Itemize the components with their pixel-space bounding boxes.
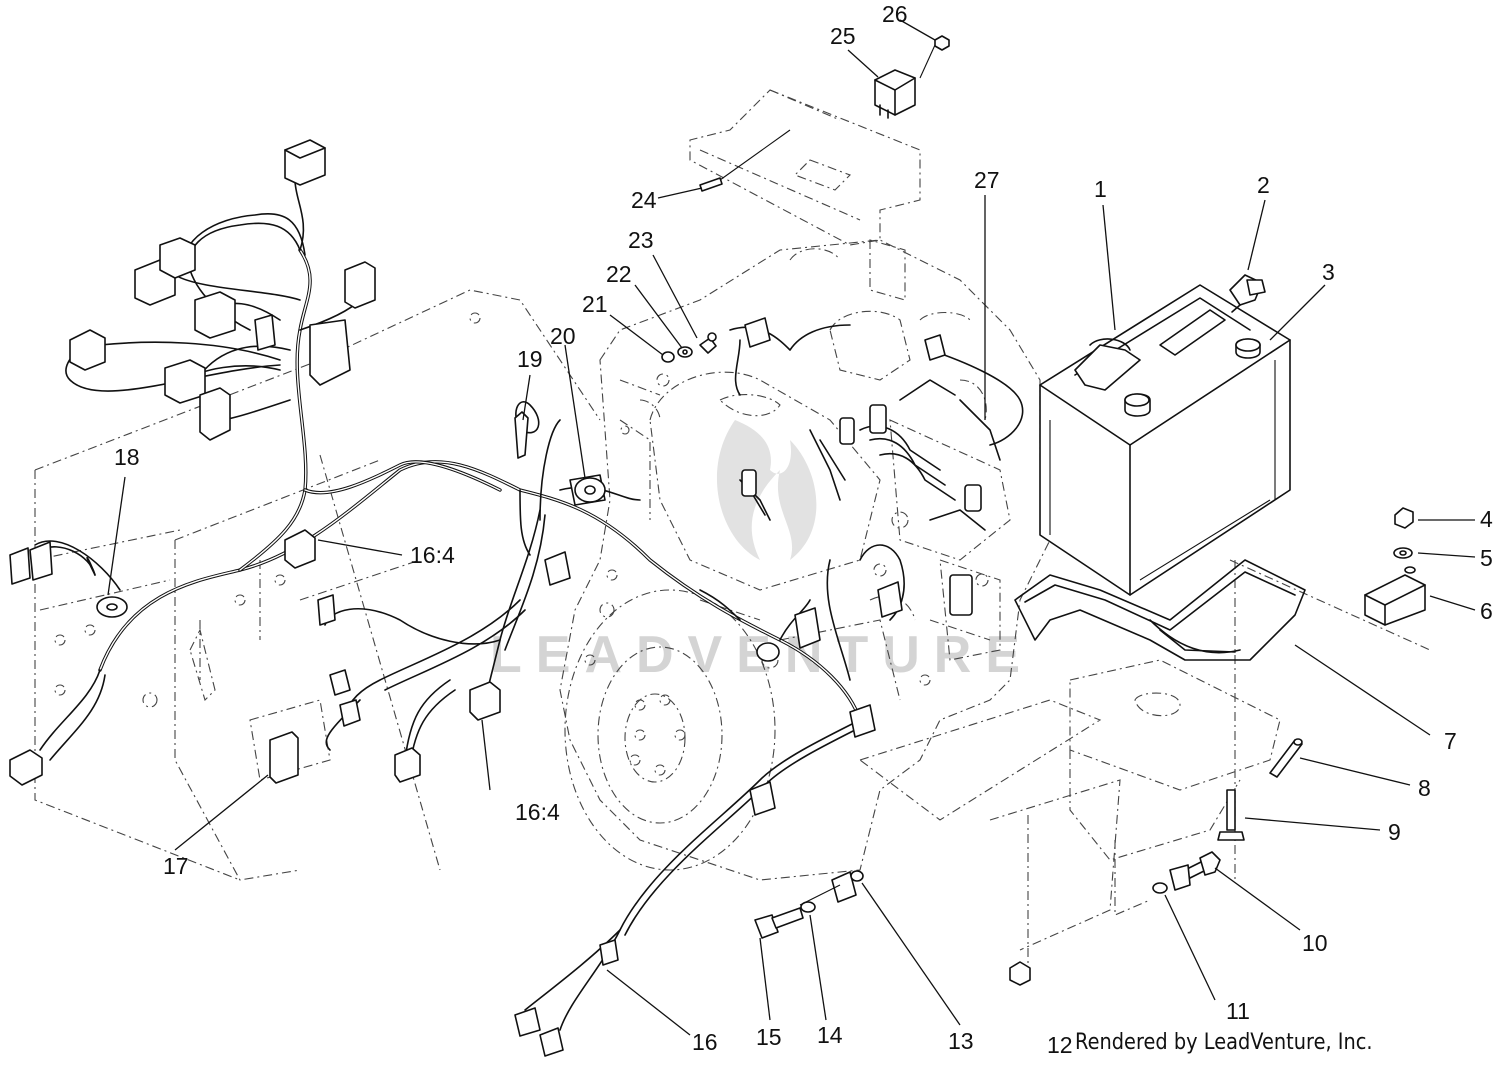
battery-terminal bbox=[1229, 274, 1266, 313]
watermark-text: LEADVENTURE bbox=[490, 626, 1034, 684]
callout-26: 26 bbox=[882, 1, 908, 27]
callout-16-4-upper: 16:4 bbox=[410, 542, 455, 568]
callout-12: 12 bbox=[1047, 1032, 1073, 1058]
callout-18: 18 bbox=[114, 444, 140, 470]
callout-13: 13 bbox=[948, 1028, 974, 1054]
callout-24: 24 bbox=[631, 187, 657, 213]
callout-20: 20 bbox=[550, 323, 576, 349]
connectors bbox=[9, 139, 946, 1057]
callout-27: 27 bbox=[974, 167, 1000, 193]
callout-17: 17 bbox=[163, 853, 189, 879]
callout-1: 1 bbox=[1094, 176, 1107, 202]
frame-lower-right bbox=[858, 559, 1431, 965]
frame-top-bracket bbox=[689, 89, 921, 246]
callout-15: 15 bbox=[756, 1024, 782, 1050]
callout-22: 22 bbox=[606, 261, 632, 287]
callout-2: 2 bbox=[1257, 172, 1270, 198]
battery-tray bbox=[1014, 559, 1306, 661]
footer-credit: Rendered by LeadVenture, Inc. bbox=[1075, 1030, 1373, 1055]
callout-14: 14 bbox=[817, 1022, 843, 1048]
callout-3: 3 bbox=[1322, 259, 1335, 285]
watermark: LEADVENTURE bbox=[490, 420, 1034, 684]
flywheel bbox=[564, 569, 776, 871]
injection-lines bbox=[739, 379, 1001, 616]
battery bbox=[1039, 284, 1291, 596]
hardware-bottom bbox=[754, 870, 1031, 986]
callout-25: 25 bbox=[830, 23, 856, 49]
callout-5: 5 bbox=[1480, 545, 1493, 571]
callout-16-4-lower: 16:4 bbox=[515, 799, 560, 825]
callout-7: 7 bbox=[1444, 728, 1457, 754]
callout-9: 9 bbox=[1388, 819, 1401, 845]
callout-8: 8 bbox=[1418, 775, 1431, 801]
wiring-harness bbox=[34, 179, 1024, 1031]
callout-labels: 1 2 3 4 5 6 7 8 9 10 11 12 13 14 15 16 1… bbox=[114, 1, 1493, 1058]
washers-top bbox=[661, 332, 717, 363]
relay bbox=[699, 35, 950, 192]
callout-10: 10 bbox=[1302, 930, 1328, 956]
callout-11: 11 bbox=[1226, 998, 1250, 1024]
hardware-right bbox=[1152, 507, 1426, 894]
callout-21: 21 bbox=[582, 291, 608, 317]
leader-lines bbox=[107, 19, 1476, 1036]
callout-4: 4 bbox=[1480, 506, 1493, 532]
callout-16: 16 bbox=[692, 1029, 718, 1055]
callout-19: 19 bbox=[517, 346, 543, 372]
callout-6: 6 bbox=[1480, 598, 1493, 624]
callout-23: 23 bbox=[628, 227, 654, 253]
